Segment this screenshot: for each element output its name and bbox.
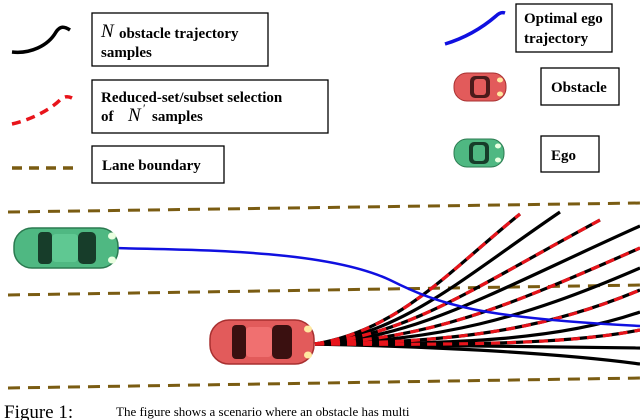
legend-reduced-prime: ′ (143, 101, 146, 115)
reduced-sample-5 (314, 328, 640, 346)
reduced-sample-2 (314, 218, 601, 346)
legend-ego-line2: trajectory (524, 31, 589, 47)
legend-box-ego-trajectory (515, 3, 613, 53)
figure-caption-label: Figure 1: (4, 402, 73, 420)
legend-n-line2: samples (101, 45, 152, 61)
legend-reduced-suffix: samples (152, 109, 203, 125)
road-scene (7, 201, 640, 390)
legend-n-line1: obstacle trajectory (119, 26, 239, 42)
legend-n-symbol: N (100, 21, 115, 42)
legend-ego-line1: Optimal ego (524, 11, 603, 27)
legend-box-lane (91, 145, 225, 184)
legend-reduced-line1: Reduced-set/subset selection (101, 90, 283, 106)
legend-ego-label: Ego (551, 148, 576, 164)
ego-car (13, 227, 119, 269)
legend-lane-label: Lane boundary (102, 158, 201, 174)
legend-ego-car-icon (453, 138, 505, 168)
legend-reduced-prefix: of (101, 109, 115, 125)
optimal-ego-trajectory (109, 246, 640, 328)
legend-box-obstacle (540, 67, 620, 106)
obstacle-sample-11 (314, 342, 640, 366)
legend-box-reduced-set (91, 79, 329, 134)
legend-reduced-symbol: N (127, 105, 142, 126)
figure-caption-text: The figure shows a scenario where an obs… (116, 404, 410, 419)
legend-ego-trajectory-line (444, 10, 506, 46)
legend: N obstacle trajectory samples Reduced-se… (11, 3, 620, 184)
legend-obstacle-label: Obstacle (551, 80, 607, 96)
lane-boundary-bottom (7, 376, 640, 390)
obstacle-car (209, 319, 315, 365)
lane-boundary-top (7, 201, 640, 214)
legend-box-n-samples (91, 12, 269, 67)
legend-obstacle-car-icon (453, 72, 507, 102)
legend-reduced-sample-line (11, 94, 73, 126)
legend-obstacle-sample-line (11, 25, 71, 55)
lane-boundary-middle (7, 283, 640, 297)
legend-box-ego (540, 135, 600, 173)
